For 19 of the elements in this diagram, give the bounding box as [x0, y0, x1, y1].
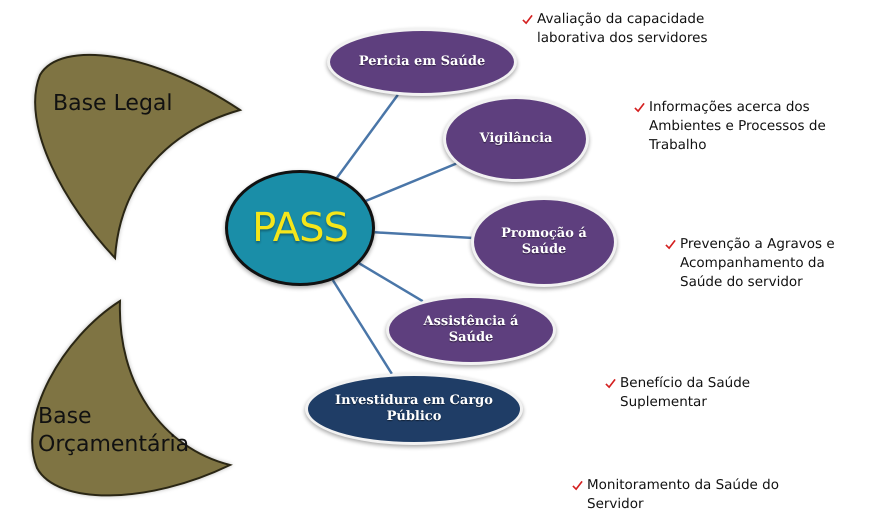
topic-label: Promoção á Saúde [500, 226, 588, 258]
hub-label: PASS [252, 205, 348, 251]
bullet-text: Informações acerca dos Ambientes e Processos de Trabalho [649, 98, 827, 155]
connector-line [358, 262, 424, 302]
bullet-text: Prevenção a Agravos e Acompanhamento da Saúde do servidor [680, 235, 836, 292]
petal-label: Base Orçamentária [38, 403, 190, 458]
topic-label: Investidura em Cargo Público [334, 393, 494, 425]
topic-label: Vigilância [478, 131, 554, 147]
connector-line [366, 162, 457, 202]
petal-label: Base Legal [53, 90, 174, 118]
bullet-text: Avaliação da capacidade laborativa dos servidores [537, 10, 708, 48]
topic-label: Assistência á Saúde [422, 314, 520, 346]
connector-line [374, 231, 472, 240]
connector-line [336, 94, 399, 178]
connector-line [332, 279, 393, 374]
bullet-text: Benefício da Saúde Suplementar [620, 374, 752, 412]
topic-label: Pericia em Saúde [358, 54, 486, 70]
bullet-text: Monitoramento da Saúde do Servidor [587, 476, 780, 514]
topic-ellipse [386, 295, 556, 365]
